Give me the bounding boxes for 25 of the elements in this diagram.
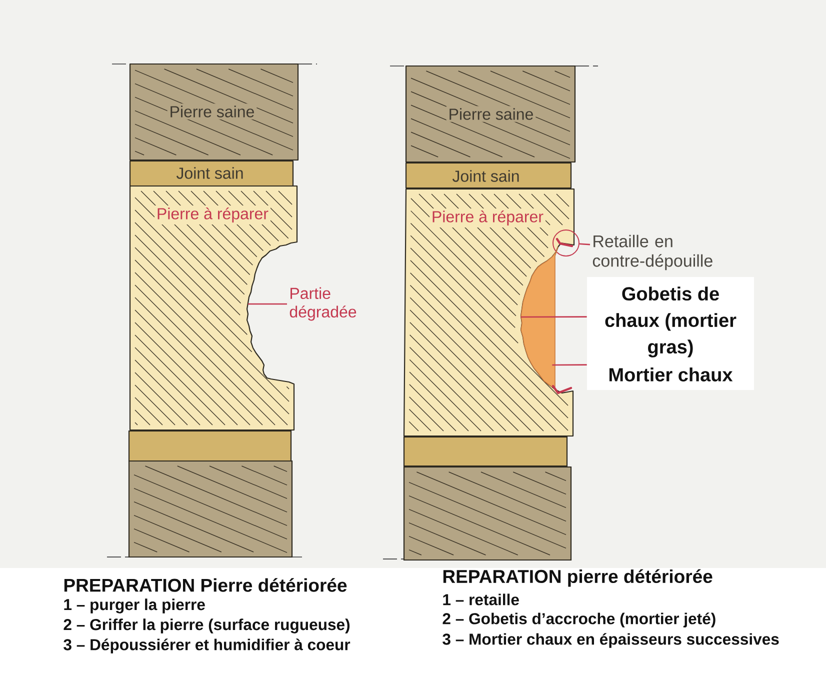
leader-line [579, 243, 590, 246]
stone-block: Pierre saine [405, 65, 576, 163]
stone-block [403, 466, 572, 561]
leader-line [520, 316, 587, 318]
highlight-circle [552, 230, 580, 256]
mortar-patch [520, 246, 558, 388]
list-item: 2 – Griffer la pierre (surface rugueuse) [64, 618, 350, 634]
heading: REPARATION pierre détériorée [443, 569, 712, 587]
list-item: 2 – Gobetis d’accroche (mortier jeté) [442, 612, 716, 628]
joint-block [128, 430, 292, 462]
stone-block: Pierre saine [129, 63, 299, 161]
callout-text: Retaille en contre-dépouille [592, 234, 712, 270]
list-item: 1 – retaille [443, 594, 519, 606]
list-item: 3 – Dépoussiérer et humidifier à coeur [64, 638, 350, 654]
list-item: 1 – purger la pierre [64, 598, 205, 614]
label-box: Gobetis de chaux (mortier gras) Mortier chaux [587, 277, 754, 390]
heading: PREPARATION Pierre détériorée [64, 578, 347, 592]
joint-block [403, 436, 568, 467]
stone-block [128, 460, 293, 558]
list-item: 3 – Mortier chaux en épaisseurs successives [442, 633, 779, 648]
leader-line [248, 303, 287, 305]
joint-block: Joint sain [129, 160, 294, 187]
stone-block: Pierre à réparer [403, 188, 575, 437]
joint-block: Joint sain [405, 162, 572, 189]
leader-line [552, 364, 587, 366]
